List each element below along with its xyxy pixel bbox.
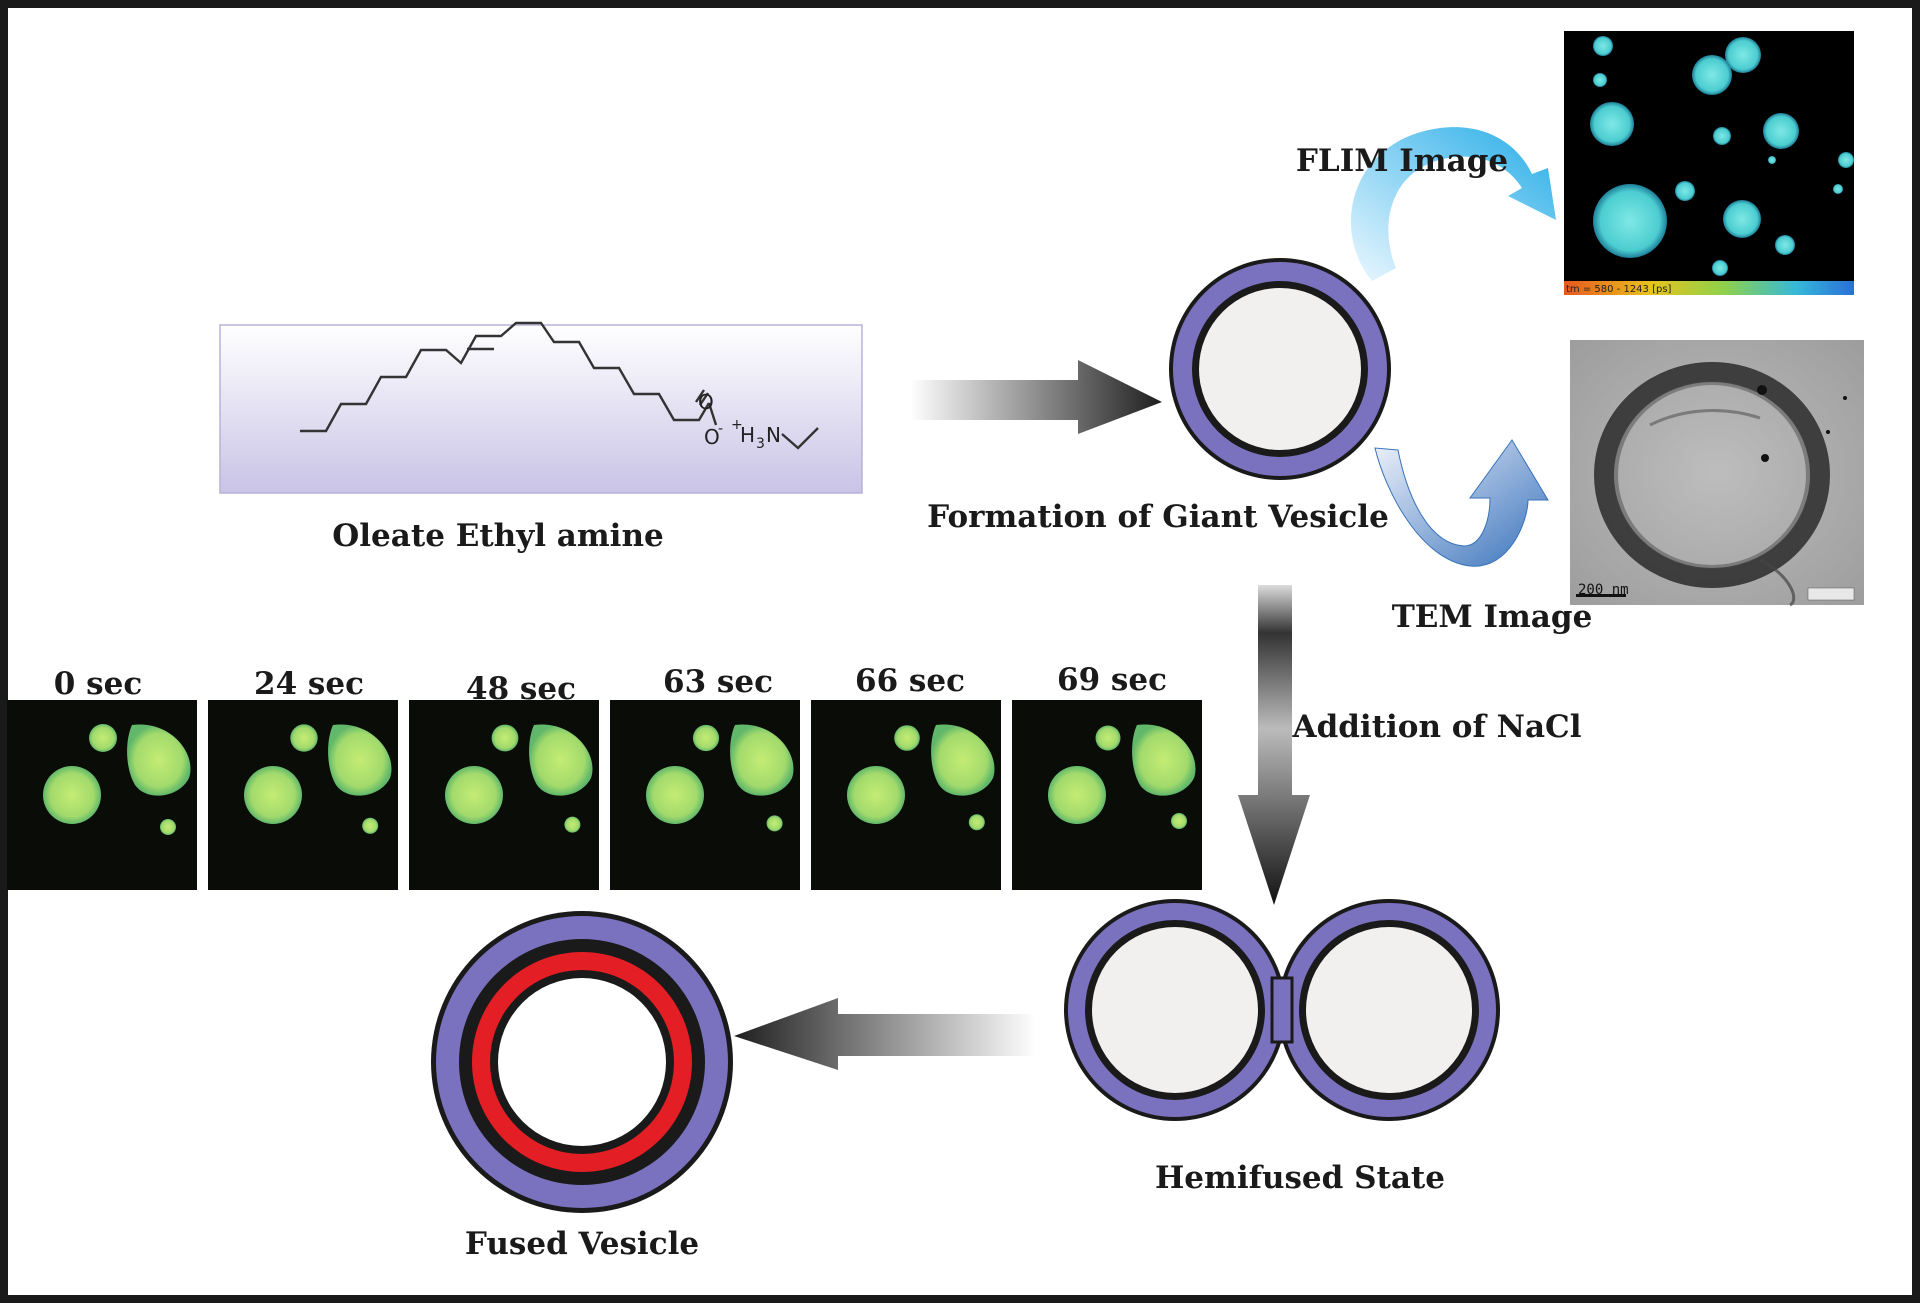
timelapse-frame xyxy=(7,700,197,890)
flim-image: tm = 580 - 1243 [ps] xyxy=(1564,31,1854,295)
timepoint-label: 0 sec xyxy=(54,666,142,702)
amine-hydrogen: H xyxy=(740,423,755,447)
nacl-label: Addition of NaCl xyxy=(1292,709,1582,745)
timelapse-frames xyxy=(7,700,1202,890)
timelapse-series: 0 sec 24 sec 48 sec 63 sec 66 sec 69 sec xyxy=(54,662,1167,707)
carboxylate-bond xyxy=(707,402,718,426)
timepoint-label: 24 sec xyxy=(254,666,364,702)
flim-scale-text: tm = 580 - 1243 [ps] xyxy=(1566,284,1672,295)
flim-label: FLIM Image xyxy=(1296,143,1508,179)
giant-vesicle xyxy=(1169,258,1391,480)
arrow-to-fused xyxy=(734,998,1036,1070)
ethyl-group xyxy=(781,427,819,450)
molecule-background xyxy=(219,324,863,494)
timelapse-frame xyxy=(1012,700,1202,890)
giant-vesicle-label: Formation of Giant Vesicle xyxy=(927,499,1389,535)
carbonyl-oxygen: O xyxy=(698,390,714,414)
timelapse-frame xyxy=(208,700,398,890)
flim-arrow xyxy=(1350,127,1556,281)
molecule-structure: O O - + H 3 N xyxy=(219,321,863,494)
fused-vesicle xyxy=(431,911,733,1213)
fused-label: Fused Vesicle xyxy=(465,1226,699,1262)
timepoint-label: 69 sec xyxy=(1057,662,1167,698)
tem-label: TEM Image xyxy=(1392,599,1593,635)
timepoint-label: 66 sec xyxy=(855,663,965,699)
timelapse-frame xyxy=(811,700,1001,890)
hydrocarbon-chain xyxy=(300,321,711,433)
anion-charge: - xyxy=(718,421,723,437)
molecule-label: Oleate Ethyl amine xyxy=(332,518,663,554)
amine-hydrogen-count: 3 xyxy=(756,436,765,452)
arrow-nacl xyxy=(1238,585,1310,905)
amine-nitrogen: N xyxy=(766,423,781,447)
timepoint-label: 63 sec xyxy=(663,664,773,700)
cation-charge: + xyxy=(731,417,743,433)
hemifused-label: Hemifused State xyxy=(1155,1160,1445,1196)
timelapse-frame xyxy=(610,700,800,890)
carbonyl-bond-2 xyxy=(699,392,709,406)
tem-arrow xyxy=(1374,439,1549,567)
carbonyl-bond-1 xyxy=(695,389,705,403)
timelapse-frame xyxy=(409,700,599,890)
arrow-to-vesicle xyxy=(910,360,1162,434)
tem-image: 200 nm xyxy=(1570,340,1864,607)
tem-scale-text: 200 nm xyxy=(1578,582,1629,598)
hemifused-vesicles xyxy=(1064,899,1500,1121)
anion-oxygen: O xyxy=(704,425,720,449)
